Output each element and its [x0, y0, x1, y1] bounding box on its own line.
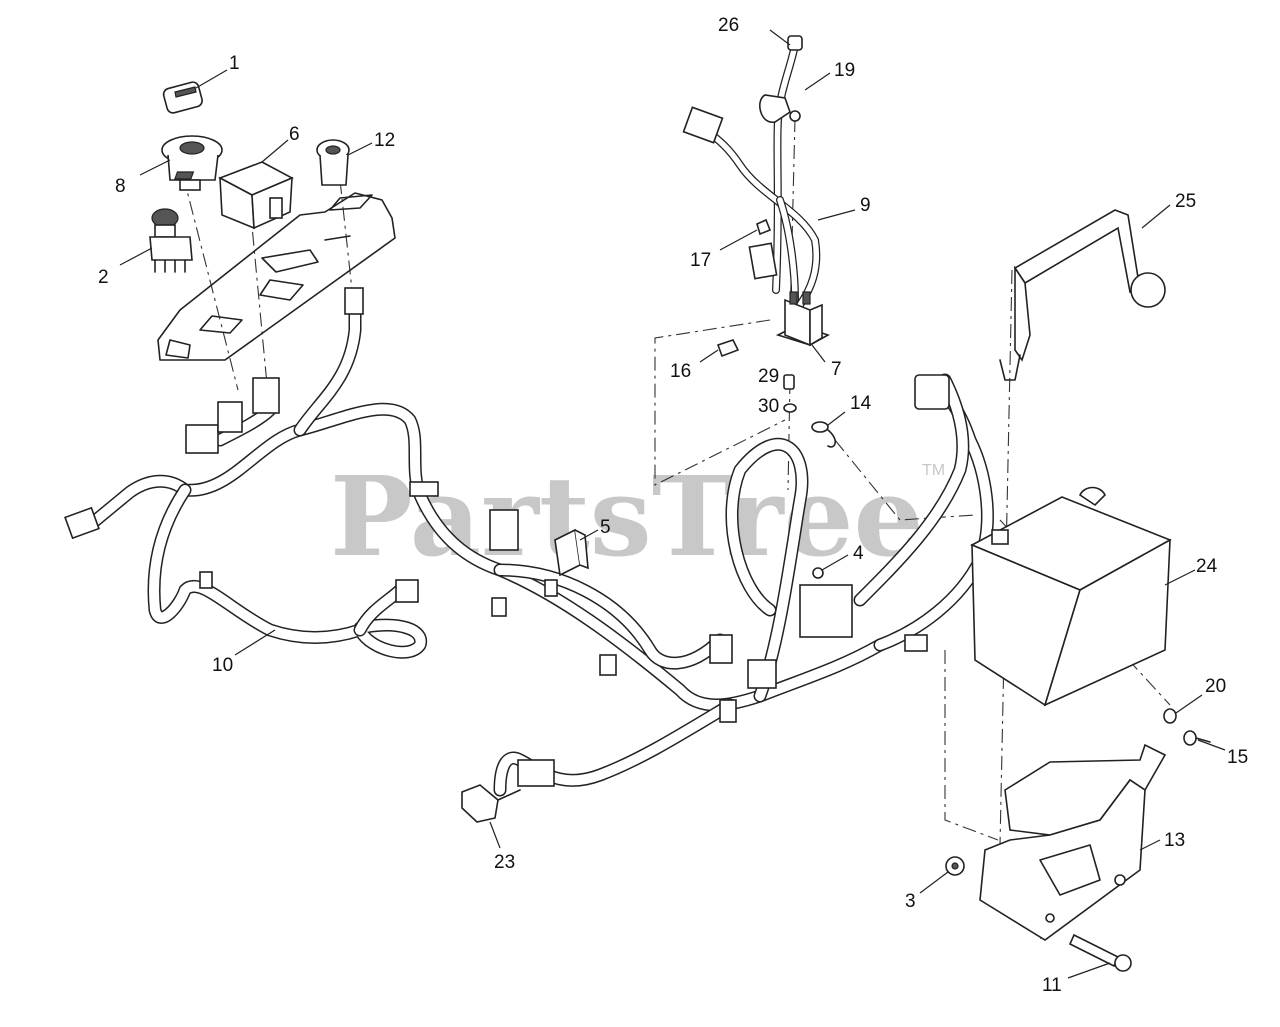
- part-7-solenoid: [775, 291, 830, 347]
- part-11-bolt: [1068, 933, 1132, 972]
- part-3-nut: [945, 856, 965, 876]
- callout-23: 23: [494, 852, 515, 873]
- callout-2: 2: [98, 267, 109, 288]
- part-8-ignition-switch: [161, 135, 223, 191]
- callout-4: 4: [853, 543, 864, 564]
- callout-20: 20: [1205, 676, 1226, 697]
- callout-17: 17: [690, 250, 711, 271]
- callout-5: 5: [600, 517, 611, 538]
- part-2-pto-switch: [149, 208, 193, 273]
- callout-24: 24: [1196, 556, 1218, 577]
- callout-11: 11: [1042, 975, 1062, 996]
- part-19-cable-clip: [759, 94, 801, 123]
- part-4-screw: [812, 567, 824, 579]
- part-12-power-outlet: [316, 139, 350, 186]
- callout-25: 25: [1175, 191, 1196, 212]
- harness-connectors: [64, 287, 950, 787]
- callout-26: 26: [718, 15, 739, 36]
- callout-16: 16: [670, 361, 691, 382]
- part-1-key: [162, 81, 203, 114]
- part-17-boot: [756, 218, 772, 236]
- callout-labels: 1 8 2 6 12 26 19 9 17 7 16 29 30 14 5 4 …: [98, 15, 1248, 996]
- part-14-ground-cable: [811, 421, 836, 448]
- leader-lines: [119, 29, 1226, 979]
- part-30-washer: [783, 403, 797, 413]
- part-23-seat-switch: [461, 784, 521, 823]
- callout-8: 8: [115, 176, 126, 197]
- watermark-trademark: TM: [922, 462, 945, 479]
- alignment-lines: [182, 117, 1171, 941]
- callout-29: 29: [758, 366, 779, 387]
- part-29-bolt: [783, 374, 795, 390]
- callout-13: 13: [1164, 830, 1185, 851]
- callout-19: 19: [834, 60, 855, 81]
- part-25-battery-strap: [999, 209, 1166, 381]
- callout-7: 7: [831, 359, 842, 380]
- part-16-nut: [716, 339, 740, 358]
- callout-3: 3: [905, 891, 916, 912]
- part-13-battery-tray: [979, 743, 1167, 941]
- part-15-bolt: [1183, 730, 1211, 746]
- callout-9: 9: [860, 195, 871, 216]
- callout-12: 12: [374, 130, 395, 151]
- part-20-washer: [1163, 708, 1177, 724]
- part-5-relay: [554, 528, 589, 577]
- part-6-hour-meter: [174, 161, 294, 230]
- callout-15: 15: [1227, 747, 1248, 768]
- callout-30: 30: [758, 396, 779, 417]
- callout-1: 1: [229, 53, 240, 74]
- callout-6: 6: [289, 124, 300, 145]
- callout-14: 14: [850, 393, 872, 414]
- callout-10: 10: [212, 655, 233, 676]
- part-9-solenoid-harness: [682, 106, 821, 309]
- dash-panel: [157, 192, 396, 361]
- part-24-battery: [970, 486, 1172, 707]
